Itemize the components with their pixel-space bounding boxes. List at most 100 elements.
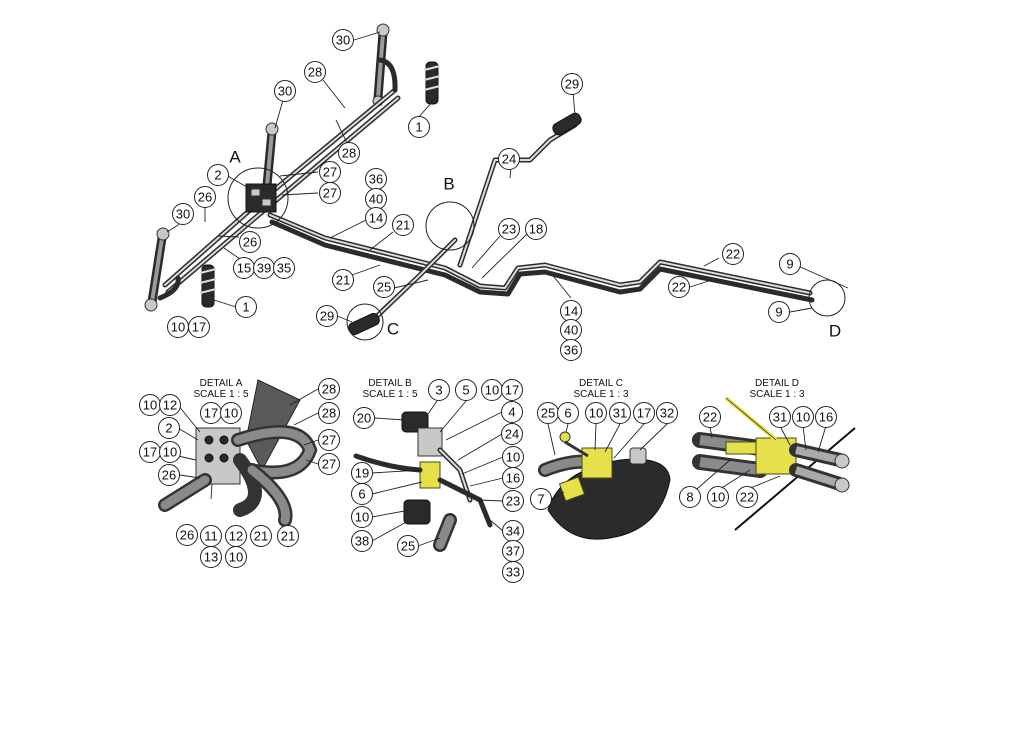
svg-text:10: 10 (171, 320, 185, 335)
svg-text:17: 17 (505, 383, 519, 398)
svg-text:25: 25 (541, 406, 555, 421)
balloon: 30 (274, 80, 296, 102)
balloon: 10 (502, 446, 524, 468)
balloon: 17 (139, 441, 161, 463)
svg-text:22: 22 (672, 280, 686, 295)
balloon: 16 (502, 467, 524, 489)
svg-text:13: 13 (204, 550, 218, 565)
balloon: 15 (233, 257, 255, 279)
detail-c-circle (346, 303, 384, 341)
balloon: 36 (365, 168, 387, 190)
svg-text:39: 39 (257, 261, 271, 276)
balloon: 25 (373, 276, 395, 298)
svg-text:10: 10 (224, 406, 238, 421)
svg-text:28: 28 (342, 146, 356, 161)
balloon: 35 (273, 257, 295, 279)
detail-b-balloons: 3 5 10 17 20 4 24 19 10 6 16 10 23 38 25… (351, 379, 524, 583)
balloon: 22 (722, 243, 744, 265)
detail-a-title: DETAIL A (200, 378, 243, 389)
svg-text:10: 10 (143, 398, 157, 413)
svg-text:22: 22 (726, 247, 740, 262)
detail-d-balloons: 22 31 10 16 8 10 22 (679, 406, 837, 508)
balloon: 8 (679, 486, 701, 508)
detail-c-balloons: 25 6 10 31 17 32 7 (530, 402, 678, 510)
svg-text:21: 21 (396, 218, 410, 233)
svg-text:34: 34 (506, 524, 520, 539)
svg-text:1: 1 (415, 120, 422, 135)
balloon: 17 (188, 316, 210, 338)
main-hose-run (267, 212, 815, 303)
balloon: 13 (200, 546, 222, 568)
svg-text:7: 7 (537, 492, 544, 507)
detail-a-scale: SCALE 1 : 5 (193, 389, 248, 400)
balloon: 27 (318, 453, 340, 475)
balloon: 27 (318, 429, 340, 451)
svg-text:32: 32 (660, 406, 674, 421)
detail-c-title: DETAIL C (579, 378, 623, 389)
balloon: 10 (167, 316, 189, 338)
svg-text:12: 12 (163, 398, 177, 413)
balloon: 23 (498, 218, 520, 240)
balloon: 32 (656, 402, 678, 424)
svg-text:15: 15 (237, 261, 251, 276)
balloon: 30 (172, 203, 194, 225)
svg-text:8: 8 (686, 490, 693, 505)
balloon: 22 (699, 406, 721, 428)
balloon: 10 (481, 379, 503, 401)
main-balloons: 30 28 30 28 27 27 2 26 26 30 15 39 35 1 … (167, 29, 801, 361)
balloon: 22 (736, 486, 758, 508)
svg-text:16: 16 (506, 471, 520, 486)
balloon: 40 (365, 188, 387, 210)
svg-text:37: 37 (506, 544, 520, 559)
balloon: 37 (502, 540, 524, 562)
svg-text:10: 10 (796, 410, 810, 425)
balloon: 10 (792, 406, 814, 428)
svg-text:36: 36 (564, 343, 578, 358)
svg-text:6: 6 (358, 487, 365, 502)
valve-block-a (245, 183, 277, 213)
balloon: 17 (633, 402, 655, 424)
left-cylinder (144, 227, 170, 312)
svg-text:40: 40 (369, 192, 383, 207)
svg-text:21: 21 (281, 529, 295, 544)
svg-text:22: 22 (740, 490, 754, 505)
balloon: 34 (502, 520, 524, 542)
balloon: 5 (455, 379, 477, 401)
svg-text:30: 30 (278, 84, 292, 99)
balloon: 22 (668, 276, 690, 298)
svg-text:29: 29 (565, 77, 579, 92)
svg-text:28: 28 (308, 65, 322, 80)
svg-text:25: 25 (401, 539, 415, 554)
balloon: 12 (225, 525, 247, 547)
balloon: 31 (769, 406, 791, 428)
svg-text:31: 31 (613, 406, 627, 421)
svg-text:27: 27 (322, 433, 336, 448)
detail-a: DETAIL A SCALE 1 : 5 10 12 17 10 (139, 378, 340, 568)
svg-text:23: 23 (506, 494, 520, 509)
detail-c: DETAIL C SCALE 1 : 3 25 6 10 31 17 32 7 (530, 378, 678, 540)
svg-text:1: 1 (242, 300, 249, 315)
balloon: 21 (332, 269, 354, 291)
detail-a-circle (227, 167, 289, 229)
svg-text:21: 21 (336, 273, 350, 288)
balloon: 4 (501, 401, 523, 423)
svg-text:17: 17 (143, 445, 157, 460)
balloon: 25 (397, 535, 419, 557)
svg-text:2: 2 (214, 168, 221, 183)
balloon: 24 (501, 423, 523, 445)
svg-text:11: 11 (204, 529, 218, 544)
balloon: 16 (815, 406, 837, 428)
svg-text:26: 26 (180, 528, 194, 543)
balloon: 17 (200, 402, 222, 424)
svg-text:10: 10 (163, 445, 177, 460)
main-leaders (166, 31, 849, 323)
svg-text:10: 10 (506, 450, 520, 465)
detail-b-circle (425, 201, 475, 251)
svg-text:30: 30 (336, 33, 350, 48)
balloon: 30 (332, 29, 354, 51)
svg-text:2: 2 (165, 421, 172, 436)
upper-right-hose (457, 112, 582, 268)
balloon: 10 (351, 506, 373, 528)
balloon: 1 (408, 116, 430, 138)
